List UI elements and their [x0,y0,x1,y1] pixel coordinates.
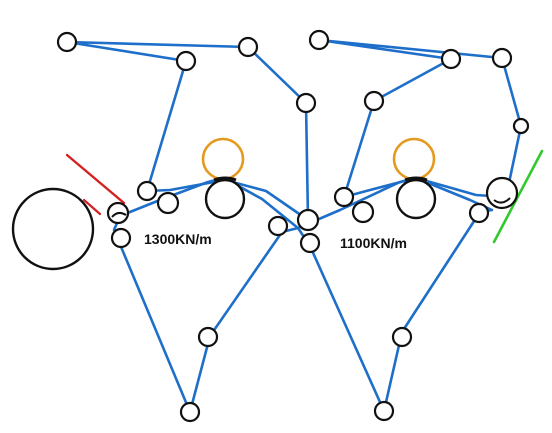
left-doctor-blade [65,153,126,205]
left-press-load-label: 1300KN/m [144,231,212,247]
guide-roll [110,227,132,249]
guide-roll [299,232,321,254]
guide-roll [391,326,413,348]
guide-roll [295,92,317,114]
guide-roll [373,400,395,422]
guide-roll [308,29,330,51]
guide-roll [179,401,201,423]
right-press-nip-mark [404,176,428,182]
guide-roll [333,186,355,208]
guide-roll [156,191,180,215]
left-main-press-roll [204,178,246,220]
guide-roll [237,36,259,58]
left-lower-felt-loop [112,176,300,414]
left-top-press-roll [201,137,245,181]
guide-roll [468,202,490,224]
guide-roll [197,326,219,348]
guide-roll [491,47,513,69]
right-nip-mark [493,197,511,204]
right-lower-felt-loop [296,176,494,413]
right-press-load-label: 1100KN/m [340,235,407,251]
right-doctor-blade [492,149,544,244]
guide-roll [440,48,462,70]
guide-roll [296,208,320,232]
left-press-nip-mark [213,176,237,182]
left-upper-felt-loop [65,40,310,222]
guide-roll [267,215,289,237]
left-doctor-blade-extension [82,198,102,216]
left-nip-mark [111,211,127,218]
guide-roll [175,50,197,72]
right-upper-felt-loop [317,38,523,199]
large-suction-roll [11,187,95,271]
guide-roll [363,90,385,112]
guide-roll [351,200,375,224]
guide-roll [56,31,78,53]
right-top-press-roll [392,137,436,181]
guide-roll [512,117,530,135]
guide-roll [136,180,158,202]
right-main-press-roll [395,178,437,220]
